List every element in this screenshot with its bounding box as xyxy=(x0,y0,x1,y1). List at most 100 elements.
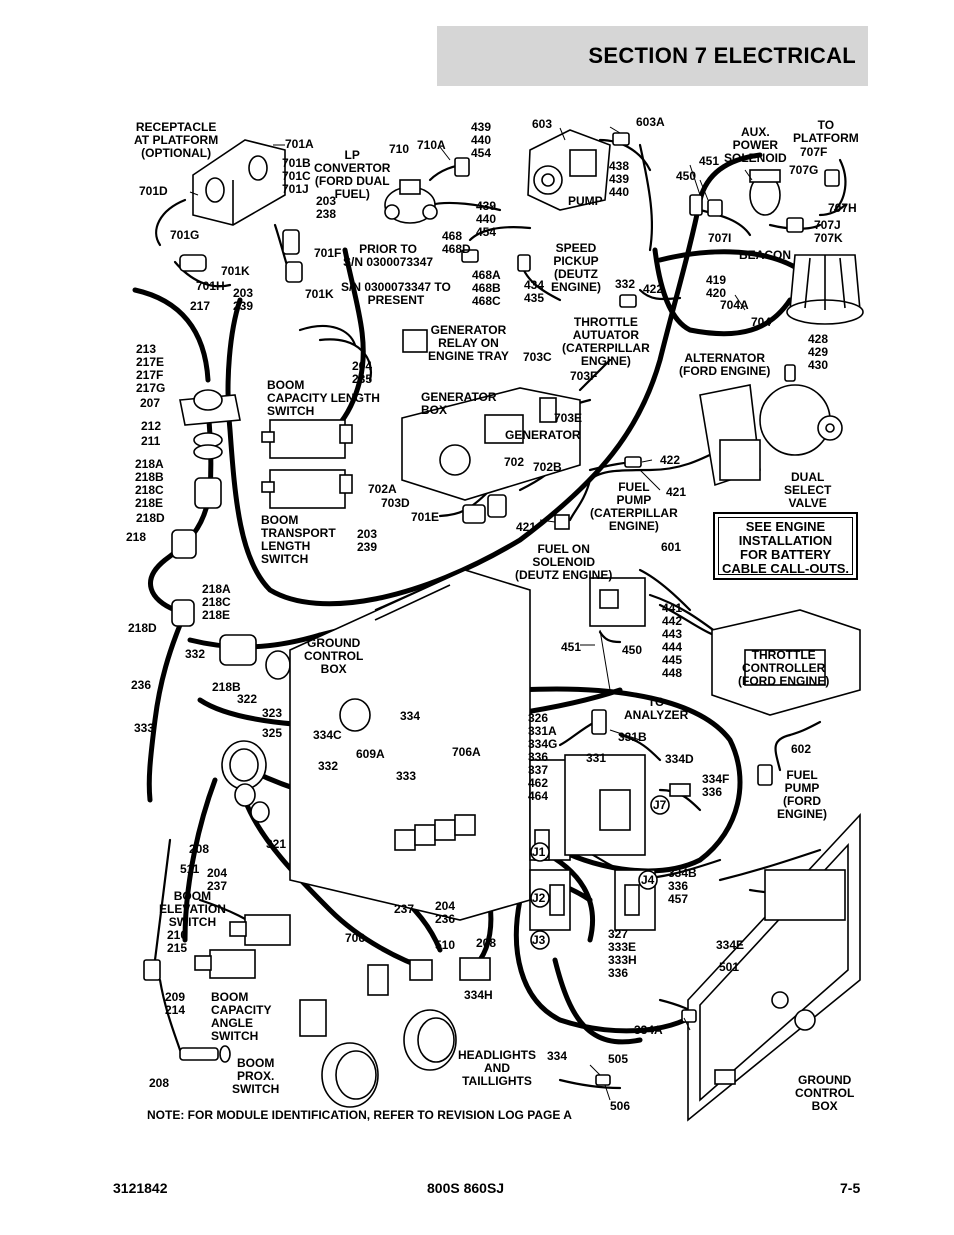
label-438-439-440: 438 439 440 xyxy=(609,159,630,199)
label-j4: J4 xyxy=(641,873,655,887)
label-703f: 703F xyxy=(570,369,598,383)
label-generator: GENERATOR xyxy=(505,428,581,442)
boom-transport-length-switch xyxy=(261,469,353,509)
label-204-235: 204 235 xyxy=(352,359,373,386)
connector-210 xyxy=(143,959,161,981)
connector-218d xyxy=(171,529,197,559)
label-701b-c-j: 701B 701C 701J xyxy=(282,156,311,196)
label-237: 237 xyxy=(394,902,415,916)
connector-706 xyxy=(299,999,327,1037)
connector-332 xyxy=(619,294,637,308)
label-boom-prox-switch: BOOM PROX. SWITCH xyxy=(232,1056,280,1096)
pump-body xyxy=(527,129,611,211)
connector-468a xyxy=(461,249,479,263)
footer-page-number: 7-5 xyxy=(840,1180,861,1196)
label-prior-to: PRIOR TO S/N 0300073347 xyxy=(343,242,434,269)
aux-power-solenoid xyxy=(749,169,781,216)
label-325: 325 xyxy=(262,726,283,740)
connector-321 xyxy=(234,783,256,807)
label-707g: 707G xyxy=(789,163,819,177)
label-generator-relay: GENERATOR RELAY ON ENGINE TRAY xyxy=(428,323,509,363)
label-throttle-actuator: THROTTLE AUTUATOR (CATERPILLAR ENGINE) xyxy=(562,315,650,368)
connector-510 xyxy=(409,959,433,981)
connector-237 xyxy=(367,964,389,996)
label-704: 704 xyxy=(751,315,772,329)
label-321: 321 xyxy=(266,837,287,851)
label-701k-a: 701K xyxy=(221,264,250,278)
label-701e: 701E xyxy=(411,510,440,524)
label-701f: 701F xyxy=(314,246,342,260)
label-333-a: 333 xyxy=(134,721,155,735)
connector-321b xyxy=(250,801,270,823)
label-505: 505 xyxy=(608,1052,629,1066)
connector-331b xyxy=(591,709,607,735)
connector-334d xyxy=(669,783,691,797)
label-218ace: 218A 218C 218E xyxy=(202,582,231,622)
footer-doc-number: 3121842 xyxy=(113,1180,168,1196)
label-208-c: 208 xyxy=(149,1076,170,1090)
connector-505 xyxy=(595,1074,611,1086)
label-boom-elevation: BOOM ELEVATION SWITCH xyxy=(159,889,226,929)
label-332-b: 332 xyxy=(185,647,206,661)
j7-marker xyxy=(650,795,670,815)
j2-marker xyxy=(530,888,550,908)
label-208-a: 208 xyxy=(189,842,210,856)
label-ground-control-box-b: GROUND CONTROL BOX xyxy=(795,1073,855,1113)
label-210-215: 210 215 xyxy=(167,928,188,955)
label-throttle-controller: THROTTLE CONTROLLER (FORD ENGINE) xyxy=(738,648,830,688)
label-fuel-pump-caterpillar: FUEL PUMP (CATERPILLAR ENGINE) xyxy=(590,480,678,533)
label-603: 603 xyxy=(532,117,553,131)
label-334a: 334A xyxy=(634,1023,663,1037)
label-439-440-454-a: 439 440 454 xyxy=(471,120,492,160)
label-421-a: 421 xyxy=(666,485,687,499)
connector-603a xyxy=(612,132,630,146)
label-236: 236 xyxy=(131,678,152,692)
label-706: 706 xyxy=(345,931,366,945)
throttle-connector xyxy=(589,577,646,627)
throttle-controller xyxy=(711,609,861,716)
label-218d-b: 218D xyxy=(128,621,157,635)
label-218b: 218B xyxy=(212,680,241,694)
label-334f-336: 334F 336 xyxy=(702,772,730,799)
label-334e: 334E xyxy=(716,938,745,952)
label-sn-to-present: S/N 0300073347 TO PRESENT xyxy=(341,280,451,307)
label-211: 211 xyxy=(141,434,161,448)
label-204-236: 204 236 xyxy=(435,899,456,926)
label-601: 601 xyxy=(661,540,682,554)
lp-convertor xyxy=(384,179,438,224)
label-to-platform: TO PLATFORM xyxy=(793,118,859,145)
label-334h: 334H xyxy=(464,988,493,1002)
boom-capacity-angle-switch xyxy=(194,949,256,979)
label-217: 217 xyxy=(190,299,211,313)
label-332-c: 332 xyxy=(318,759,339,773)
headlight-a xyxy=(321,1042,379,1108)
connector-707g xyxy=(824,169,840,187)
label-334-b: 334 xyxy=(547,1049,568,1063)
label-203-238: 203 238 xyxy=(316,194,337,221)
label-fuel-pump-ford: FUEL PUMP (FORD ENGINE) xyxy=(777,768,828,821)
connector-602 xyxy=(757,764,773,786)
label-602: 602 xyxy=(791,742,812,756)
label-209-214: 209 214 xyxy=(165,990,186,1017)
boom-capacity-length-switch xyxy=(261,419,353,459)
label-468-468d: 468 468D xyxy=(442,229,471,256)
label-421-b: 421 xyxy=(516,520,537,534)
relay-block xyxy=(394,814,476,851)
section-title: SECTION 7 ELECTRICAL xyxy=(588,43,856,68)
label-702: 702 xyxy=(504,455,525,469)
ground-control-panel xyxy=(687,812,861,1122)
label-702a: 702A xyxy=(368,482,397,496)
label-703c: 703C xyxy=(523,350,552,364)
generator-box xyxy=(401,387,581,501)
alternator xyxy=(699,384,843,487)
label-208-b: 208 xyxy=(476,936,497,950)
j3-marker xyxy=(530,930,550,950)
connector-334h xyxy=(459,957,491,981)
label-207: 207 xyxy=(140,396,161,410)
label-334d: 334D xyxy=(665,752,694,766)
label-419-420: 419 420 xyxy=(706,273,727,300)
footer-model: 800S 860SJ xyxy=(427,1180,505,1196)
label-fuel-on-solenoid: FUEL ON SOLENOID (DEUTZ ENGINE) xyxy=(515,542,613,582)
label-441-448: 441 442 443 444 445 448 xyxy=(662,601,683,680)
label-710a: 710A xyxy=(417,138,446,152)
